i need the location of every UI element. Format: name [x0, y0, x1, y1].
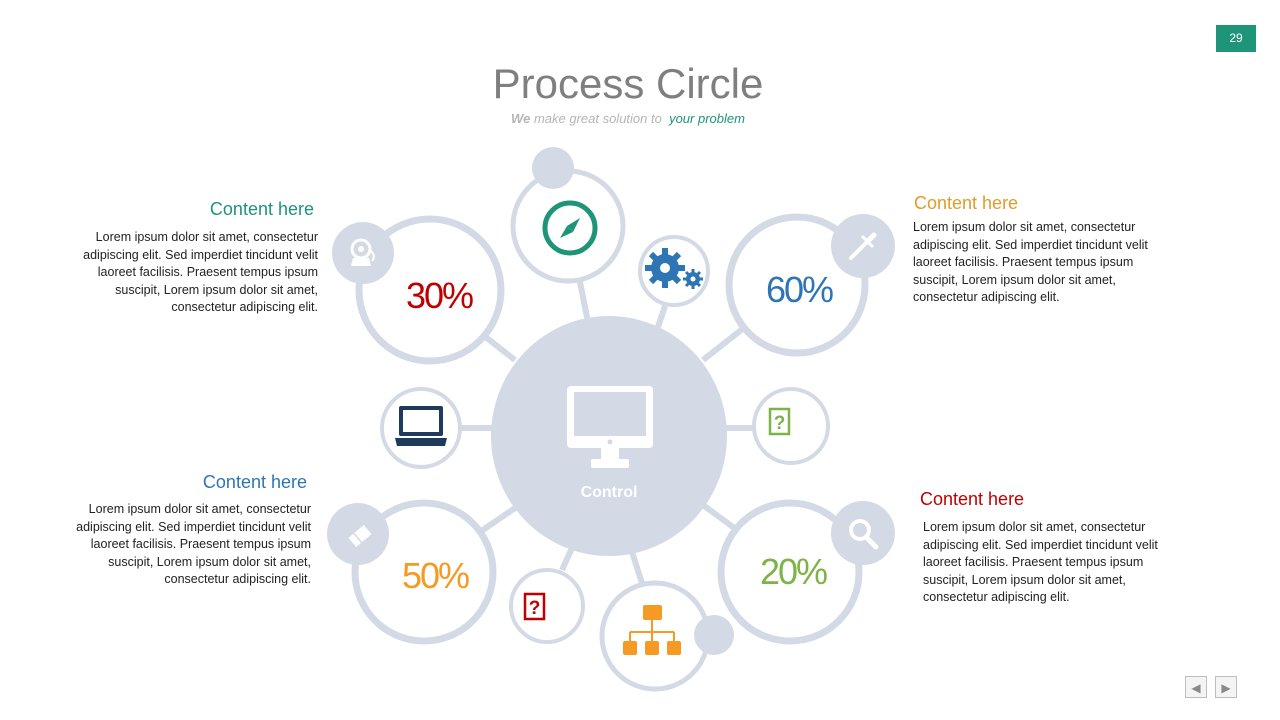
center-label: Control: [581, 484, 638, 501]
body-bottom-left: Lorem ipsum dolor sit amet, consectetur …: [10, 501, 311, 589]
body-bottom-right: Lorem ipsum dolor sit amet, consectetur …: [923, 519, 1223, 607]
heading-top-right: Content here: [914, 193, 1019, 213]
connector-bottom-right: [701, 502, 739, 533]
webcam-icon: [350, 238, 375, 266]
gears-icon: [645, 248, 703, 289]
org-chart-icon: [623, 605, 681, 655]
body-line: consectetur adipiscing elit.: [923, 590, 1070, 605]
percentage-top-right: 60%: [766, 269, 833, 310]
page-number: 29: [1216, 25, 1256, 52]
body-line: suscipit, Lorem ipsum dolor sit amet,: [115, 282, 318, 297]
magnifier-icon: [849, 519, 879, 550]
body-line: consectetur adipiscing elit.: [164, 572, 311, 587]
node-gears: [638, 235, 710, 307]
subtitle-middle: make great solution to: [533, 111, 662, 126]
body-line: suscipit, Lorem ipsum dolor sit amet,: [108, 554, 311, 569]
node-top-right: 60%: [725, 213, 895, 357]
laptop-icon: [395, 406, 447, 446]
node-laptop: [380, 387, 462, 469]
prev-slide-button[interactable]: ◀: [1185, 676, 1207, 698]
node-top: [510, 147, 626, 284]
connector-help-bottom: [559, 546, 575, 572]
body-line: Lorem ipsum dolor sit amet, consectetur: [913, 220, 1136, 234]
body-line: laoreet facilisis. Praesent tempus ipsum: [913, 255, 1134, 270]
connectors: [462, 281, 753, 584]
node-bottom-left: 50%: [327, 499, 497, 645]
percentage-top-left: 30%: [406, 275, 473, 316]
body-line: suscipit, Lorem ipsum dolor sit amet,: [923, 572, 1126, 587]
body-line: Lorem ipsum dolor sit amet, consectetur: [88, 502, 311, 516]
body-line: adipiscing elit. Sed imperdiet tincidunt…: [76, 519, 311, 534]
node-top-left: 30%: [332, 215, 505, 365]
connector-bottom-left: [478, 505, 517, 535]
connector-top-right: [701, 324, 747, 363]
node-help-bottom: ?: [509, 568, 585, 644]
eraser-icon: [348, 524, 372, 548]
connector-top: [577, 281, 591, 323]
body-line: laoreet facilisis. Praesent tempus ipsum: [90, 537, 311, 552]
body-line: laoreet facilisis. Praesent tempus ipsum: [97, 265, 318, 280]
connector-org: [629, 551, 645, 584]
content-block-bottom-left: Content here: [40, 472, 307, 493]
page-title: Process Circle: [492, 60, 764, 107]
body-line: Lorem ipsum dolor sit amet, consectetur: [923, 520, 1146, 534]
heading-bottom-right: Content here: [920, 489, 1025, 509]
body-top-right: Lorem ipsum dolor sit amet, consectetur …: [913, 219, 1213, 307]
connector-gears: [655, 305, 668, 328]
body-line: suscipit, Lorem ipsum dolor sit amet,: [913, 272, 1116, 287]
body-line: adipiscing elit. Sed imperdiet tincidunt…: [83, 247, 318, 262]
percentage-bottom-right: 20%: [760, 551, 827, 592]
body-line: consectetur adipiscing elit.: [171, 300, 318, 315]
svg-text:?: ?: [529, 598, 541, 619]
node-help-right: ?: [752, 387, 830, 465]
content-block-bottom-right: Content here: [920, 489, 1220, 510]
pipette-icon: [849, 232, 877, 260]
content-block-top-right: Content here: [914, 193, 1214, 214]
body-line: consectetur adipiscing elit.: [913, 290, 1060, 305]
content-block-top-left: Content here: [40, 199, 314, 220]
subtitle-highlight: your problem: [669, 111, 745, 126]
svg-text:?: ?: [774, 413, 786, 434]
body-line: adipiscing elit. Sed imperdiet tincidunt…: [923, 537, 1158, 552]
heading-bottom-left: Content here: [202, 472, 307, 492]
monitor-icon: [567, 386, 653, 468]
help-icon: ?: [768, 407, 791, 436]
node-org: [599, 580, 734, 692]
body-line: laoreet facilisis. Praesent tempus ipsum: [923, 555, 1144, 570]
body-top-left: Lorem ipsum dolor sit amet, consectetur …: [20, 229, 318, 317]
connector-top-left: [481, 332, 517, 363]
body-line: adipiscing elit. Sed imperdiet tincidunt…: [913, 237, 1148, 252]
heading-top-left: Content here: [209, 199, 314, 219]
node-bottom-right: 20%: [717, 499, 895, 645]
next-slide-button[interactable]: ▶: [1215, 676, 1237, 698]
percentage-bottom-left: 50%: [402, 555, 469, 596]
help-icon: ?: [523, 592, 546, 621]
compass-icon: [542, 200, 598, 256]
subtitle-lead: We: [511, 111, 531, 126]
page-subtitle: We make great solution to your problem: [0, 111, 1256, 126]
body-line: Lorem ipsum dolor sit amet, consectetur: [95, 230, 318, 244]
